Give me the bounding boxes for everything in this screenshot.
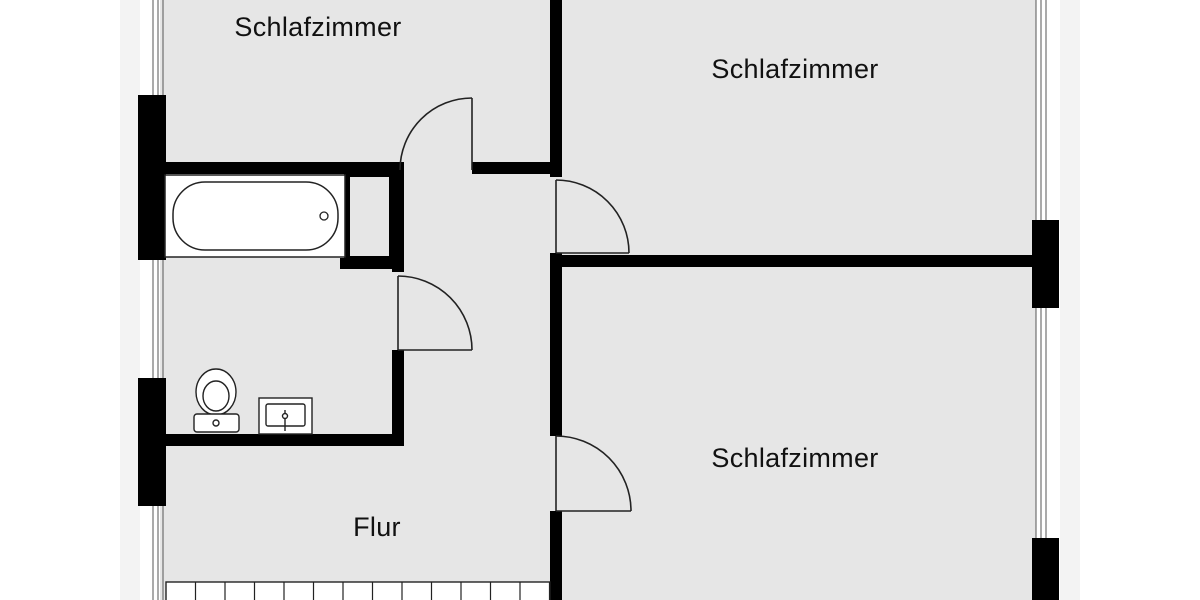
bedroom1-bottom-wall-left [160, 162, 402, 174]
floor-areas [160, 0, 1036, 600]
washbasin-drain [281, 412, 289, 420]
doors [397, 97, 632, 512]
right-wall-pier-1 [1032, 220, 1059, 308]
installation-shaft [344, 171, 395, 262]
bedroom1-bottom-wall-right [472, 162, 562, 174]
door-bathroom[interactable] [397, 275, 473, 351]
washbasin [258, 397, 313, 435]
room-label-bedroom-3: Schlafzimmer [711, 443, 878, 473]
right-wall-pier-2 [1032, 538, 1059, 600]
room-label-bedroom-2: Schlafzimmer [711, 54, 878, 84]
bathtub-basin [172, 181, 339, 251]
central-wall-lower [550, 511, 562, 600]
left-wall-pier-1 [138, 95, 166, 260]
door-bedroom-2-swing [555, 179, 630, 254]
right-margin-strip [1060, 0, 1080, 600]
left-margin-strip [120, 0, 140, 600]
left-wing-floor [160, 0, 560, 600]
door-bedroom-2[interactable] [555, 179, 630, 254]
bathtub-drain [319, 211, 329, 221]
room-label-hallway: Flur [353, 512, 401, 542]
room-label-bedroom-1: Schlafzimmer [234, 12, 401, 42]
bathtub [164, 174, 346, 258]
door-bedroom-1-swing [399, 97, 473, 171]
door-bathroom-swing [397, 275, 473, 351]
door-bedroom-3[interactable] [555, 435, 632, 512]
bath-right-wall-lower [392, 350, 404, 446]
right-wing-floor [560, 0, 1036, 600]
toilet-flush [212, 419, 220, 427]
toilet [193, 368, 240, 433]
staircase-outline [165, 581, 551, 600]
room-labels: Schlafzimmer Schlafzimmer Schlafzimmer F… [234, 12, 878, 542]
right-exterior-wall [1032, 0, 1059, 600]
toilet-seat [202, 380, 230, 412]
central-wall-middle [550, 253, 562, 436]
central-wall-upper [550, 0, 562, 177]
door-bedroom-3-swing [555, 435, 632, 512]
door-bedroom-1[interactable] [399, 97, 473, 171]
staircase [165, 581, 551, 600]
left-exterior-wall [138, 0, 166, 600]
bedroom-divider-wall [550, 255, 1036, 267]
bath-bottom-wall [160, 434, 404, 446]
bath-shaft-bottom-wall [340, 258, 404, 269]
